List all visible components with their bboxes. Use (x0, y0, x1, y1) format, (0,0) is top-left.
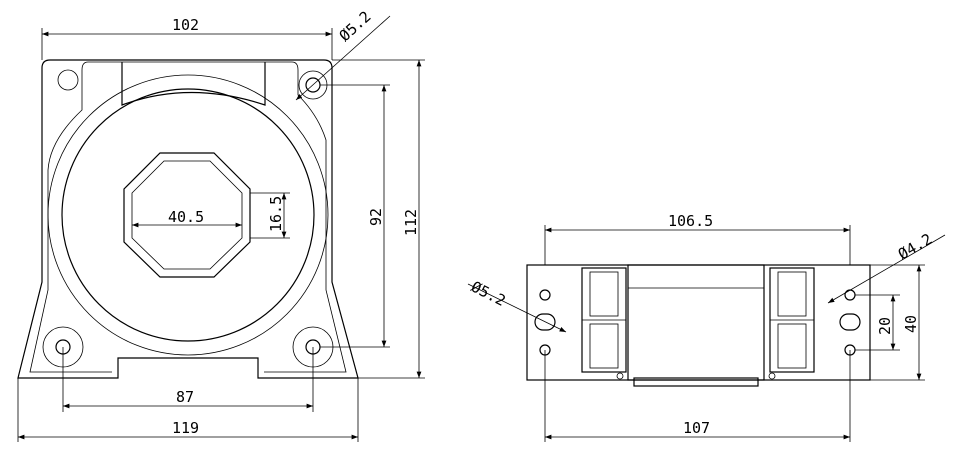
dim-40: 40 (902, 315, 920, 333)
slot-right (839, 313, 861, 331)
dim-40-5: 40.5 (168, 208, 204, 226)
hole-left-top (539, 289, 551, 301)
dim-16-5: 16.5 (267, 196, 285, 232)
base-plate (526, 264, 871, 381)
side-view: 106.5 Ø4.2 Ø5.2 20 40 107 (467, 212, 946, 442)
dim-hole-top: Ø5.2 (336, 7, 375, 45)
front-view: 102 Ø5.2 40.5 16.5 92 112 87 119 (17, 7, 425, 442)
dim-92: 92 (367, 208, 385, 226)
dim-119: 119 (172, 419, 199, 437)
housing-outline (17, 59, 359, 379)
dim-hole-right: Ø4.2 (895, 230, 935, 264)
slot-left (534, 313, 556, 331)
dim-87: 87 (176, 388, 194, 406)
hole-right-top (844, 289, 856, 301)
dim-112: 112 (402, 209, 420, 236)
dim-20: 20 (876, 317, 894, 335)
dim-102: 102 (172, 16, 199, 34)
dim-106-5: 106.5 (668, 212, 713, 230)
coil-housing-circle (47, 74, 329, 356)
octagon-window (123, 152, 251, 278)
dim-107: 107 (683, 419, 710, 437)
coil-outer-circle (61, 88, 315, 342)
top-window (121, 62, 266, 106)
dim-hole-left: Ø5.2 (468, 278, 508, 310)
